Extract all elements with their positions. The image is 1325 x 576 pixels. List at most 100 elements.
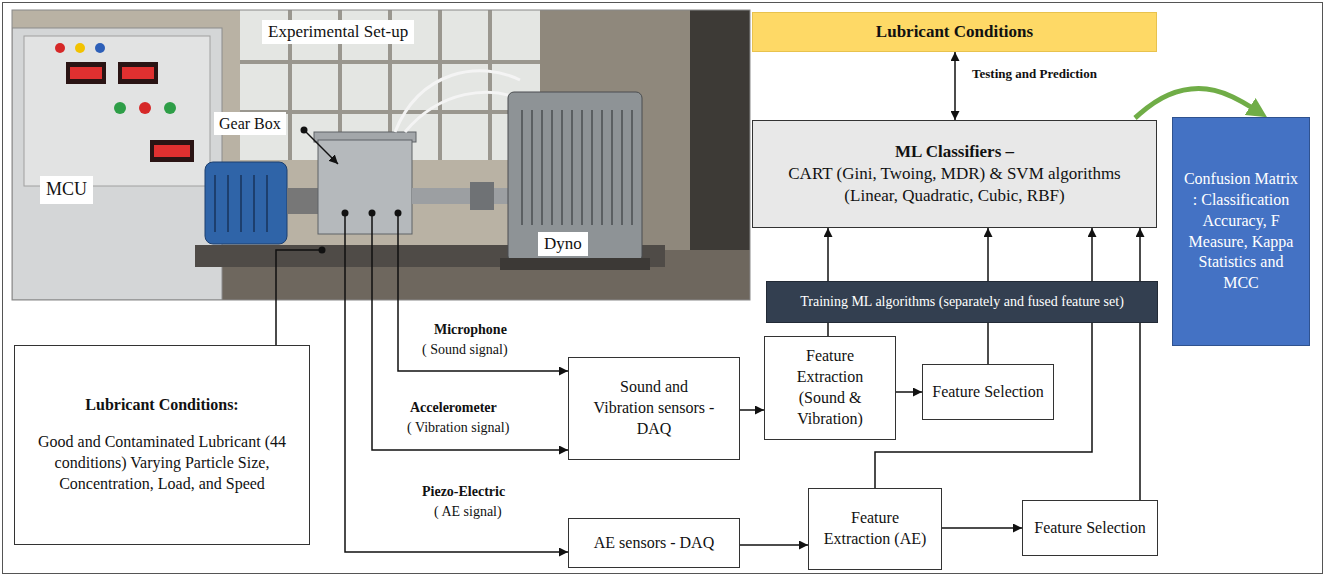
- photo-detail: [488, 10, 492, 160]
- signal-name: Microphone: [432, 322, 509, 339]
- part-label: Dyno: [538, 232, 588, 256]
- window: [240, 10, 540, 160]
- condition-box: Lubricant Conditions: Good and Contaminat…: [14, 345, 310, 545]
- node-text: Confusion Matrix : Classification Accura…: [1181, 169, 1301, 294]
- curved-arrow: [1135, 89, 1262, 118]
- process-box: Feature Extraction (AE): [808, 488, 942, 570]
- setup-photo: [12, 10, 750, 300]
- node-text: Feature Selection: [1034, 518, 1146, 539]
- button: [114, 102, 126, 114]
- button: [139, 102, 151, 114]
- photo-detail: [571, 110, 573, 225]
- photo-detail: [631, 110, 633, 225]
- display-digits: [122, 67, 154, 79]
- motor-fins: [215, 175, 267, 232]
- sensor-point: [369, 210, 376, 217]
- process-box: Feature Selection: [1022, 500, 1158, 556]
- display-digits: [154, 145, 190, 157]
- connector: [942, 527, 1022, 529]
- connector: [827, 228, 829, 281]
- connector: [740, 544, 808, 546]
- node-text: Feature Extraction (Sound & Vibration): [773, 346, 887, 429]
- node-text: Feature Selection: [932, 382, 1044, 403]
- photo-detail: [253, 175, 255, 232]
- condition-banner: Lubricant Conditions: [752, 12, 1157, 52]
- photo-detail: [227, 175, 229, 232]
- node-text: Good and Contaminated Lubricant (44 cond…: [29, 432, 295, 494]
- dyno-base: [500, 258, 650, 270]
- photo-detail: [531, 110, 533, 225]
- sensor-point: [342, 210, 349, 217]
- sensor-point: [395, 210, 402, 217]
- coupling: [287, 188, 319, 214]
- button: [75, 43, 85, 53]
- photo-detail: [240, 60, 540, 64]
- training-band: Training ML algorithms (separately and f…: [766, 281, 1158, 323]
- figure-label: Experimental Set-up: [262, 20, 414, 44]
- display: [118, 62, 158, 84]
- daq-box: AE sensors - DAQ: [568, 518, 740, 568]
- dynamometer: [508, 92, 642, 262]
- display: [150, 140, 194, 162]
- connector: [827, 323, 829, 336]
- motor: [205, 162, 287, 244]
- display: [66, 62, 106, 84]
- connector: [875, 228, 1092, 488]
- mcu-cabinet: [12, 28, 222, 300]
- daq-box: Sound and Vibration sensors - DAQ: [568, 357, 740, 460]
- part-label: MCU: [40, 176, 93, 204]
- display-digits: [70, 67, 102, 79]
- photo-detail: [561, 110, 563, 225]
- node-heading: Lubricant Conditions:: [85, 395, 238, 416]
- metrics-box: Confusion Matrix : Classification Accura…: [1172, 117, 1310, 346]
- leader-dot: [301, 127, 308, 134]
- connector: [954, 52, 956, 120]
- wall: [12, 10, 750, 300]
- button: [55, 43, 65, 53]
- mcu-panel: [24, 36, 210, 186]
- shaft: [412, 188, 510, 204]
- node-text: CART (Gini, Twoing, MDR) & SVM algorithm…: [773, 163, 1136, 207]
- frame-border: [3, 3, 1323, 574]
- photo-border: [12, 10, 750, 300]
- sensor-point: [319, 247, 326, 254]
- process-box: Feature Extraction (Sound & Vibration): [764, 336, 896, 440]
- window-bars: [240, 10, 540, 160]
- photo-detail: [438, 10, 442, 160]
- part-label: Gear Box: [214, 112, 286, 135]
- leader-line: [304, 130, 338, 164]
- edge-label: Testing and Prediction: [970, 66, 1099, 82]
- photo-detail: [551, 110, 553, 225]
- signal-type: ( AE signal): [432, 504, 504, 521]
- connector: [1139, 228, 1141, 500]
- signal-name: Accelerometer: [408, 400, 499, 417]
- node-heading: ML Classifiers –: [895, 141, 1014, 163]
- process-box: Feature Selection: [922, 364, 1054, 420]
- node-heading: Lubricant Conditions: [876, 21, 1033, 43]
- dyno-grill: [522, 110, 632, 225]
- connector: [987, 323, 989, 364]
- photo-detail: [581, 110, 583, 225]
- signal-wire: [345, 213, 568, 552]
- connector: [740, 409, 764, 411]
- photo-detail: [611, 110, 613, 225]
- photo-detail: [541, 110, 543, 225]
- photo-detail: [521, 110, 523, 225]
- button: [95, 43, 105, 53]
- node-text: Feature Extraction (AE): [817, 508, 933, 550]
- classifier-box: ML Classifiers –CART (Gini, Twoing, MDR)…: [752, 120, 1157, 228]
- photo-detail: [266, 175, 268, 232]
- photo-detail: [214, 175, 216, 232]
- leader-line: [276, 250, 322, 345]
- photo-detail: [240, 175, 242, 232]
- connector: [987, 228, 989, 281]
- coupling: [470, 182, 494, 210]
- signal-type: ( Vibration signal): [405, 420, 511, 437]
- button: [164, 102, 176, 114]
- pipe: [405, 92, 522, 132]
- connector: [896, 391, 922, 393]
- photo-detail: [591, 110, 593, 225]
- node-text: Training ML algorithms (separately and f…: [800, 293, 1124, 311]
